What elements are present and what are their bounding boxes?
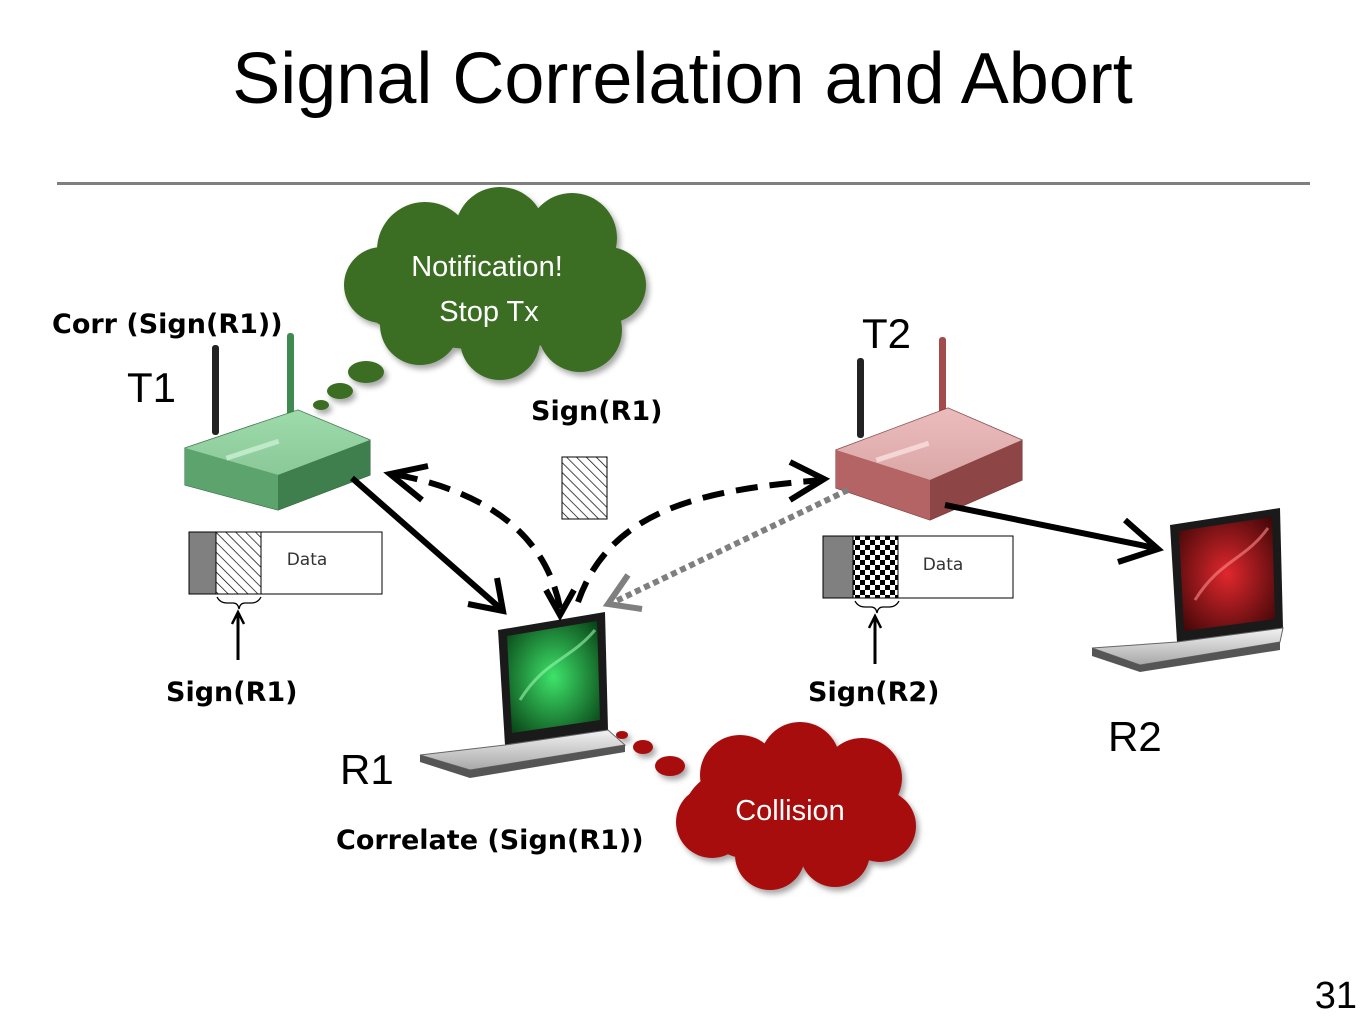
notification-text: Notification!	[411, 251, 563, 283]
r2-label: R2	[1108, 713, 1162, 760]
t1-label: T1	[127, 364, 176, 411]
router-icon	[835, 337, 1023, 521]
stop-tx-text: Stop Tx	[439, 296, 539, 328]
correlate-sign-r1-label: Correlate (Sign(R1))	[336, 825, 644, 856]
signature-block	[561, 456, 608, 520]
arrow-t1-to-r1	[350, 475, 507, 615]
r1-label: R1	[340, 746, 394, 793]
router-t2[interactable]	[835, 337, 1023, 521]
corr-sign-r1-label: Corr (Sign(R1))	[52, 309, 283, 340]
notification-thought-cloud: Notification! Stop Tx	[313, 187, 646, 410]
packet-t2: Data	[822, 535, 1014, 664]
laptop-r2[interactable]	[1091, 508, 1284, 672]
laptop-icon	[419, 612, 627, 778]
thought-cloud-icon	[313, 187, 646, 410]
dashed-arrow-r1-to-t2	[575, 459, 831, 603]
collision-thought-cloud: Collision	[616, 722, 916, 890]
t2-label: T2	[862, 310, 911, 357]
thought-cloud-icon	[616, 722, 916, 890]
sign-r1-center-label: Sign(R1)	[531, 396, 663, 427]
router-t1[interactable]	[184, 333, 371, 511]
laptop-icon	[1091, 508, 1284, 672]
dotted-interference-arrow-t2-to-r1	[602, 487, 850, 612]
router-icon	[184, 333, 371, 511]
packet-data-label: Data	[923, 555, 964, 575]
sign-r2-packet-label: Sign(R2)	[808, 677, 940, 708]
sign-r1-packet-label: Sign(R1)	[166, 677, 298, 708]
packet-t1: Data	[188, 531, 383, 660]
page-number: 31	[1314, 975, 1357, 1017]
collision-text: Collision	[735, 795, 845, 827]
slide-title: Signal Correlation and Abort	[232, 39, 1133, 119]
arrow-t2-to-r2	[944, 502, 1164, 565]
laptop-r1[interactable]	[419, 612, 627, 778]
packet-data-label: Data	[287, 550, 328, 570]
title-divider	[57, 182, 1310, 185]
dashed-arrow-r1-to-t1	[383, 463, 577, 622]
